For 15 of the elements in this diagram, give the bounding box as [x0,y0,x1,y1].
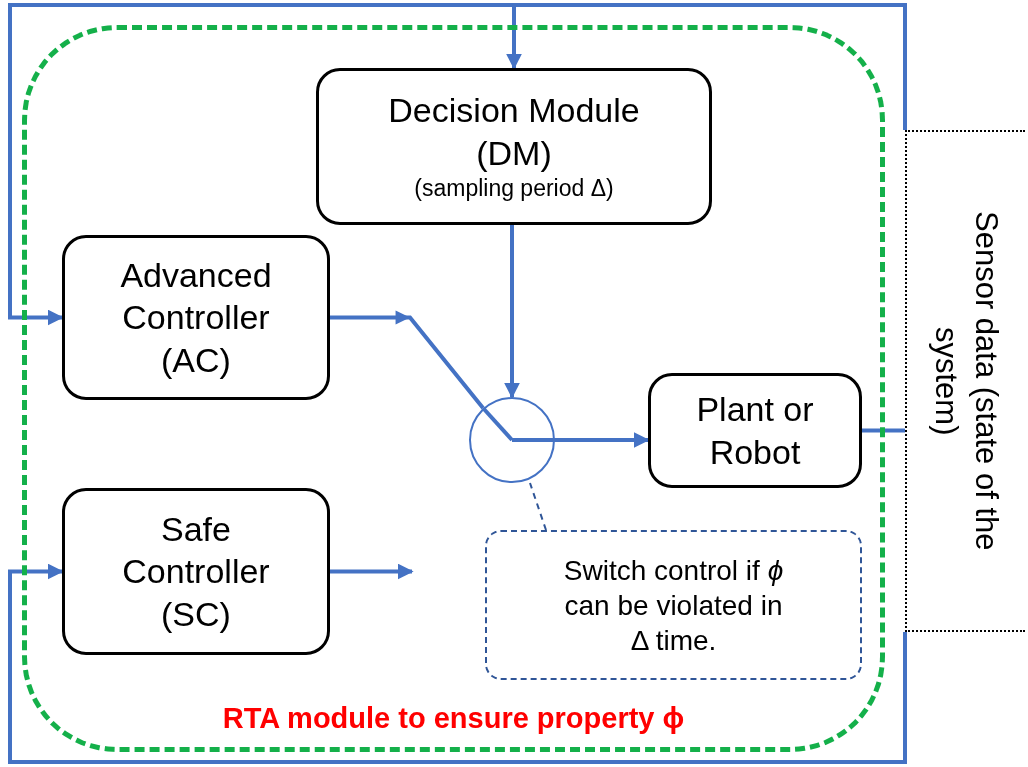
note-text: Switch control if ϕ can be violated in Δ time. [562,553,785,658]
region-title: RTA module to ensure property ϕ [221,702,686,735]
process-box [648,373,862,488]
box-title: Advanced Controller (AC) [119,254,273,381]
box-title: Safe Controller (SC) [121,508,271,635]
process-box [62,488,330,655]
box-title: Decision Module (DM) [387,90,641,174]
process-box [62,235,330,400]
box-title: Plant or Robot [695,389,815,473]
box-subtitle: (sampling period Δ) [414,174,614,204]
sensor-label: Sensor data (state of the system) [928,211,1006,551]
sensor-box [905,130,1025,632]
dashed-region [22,25,885,752]
note-box [485,530,862,680]
process-box [316,68,712,225]
